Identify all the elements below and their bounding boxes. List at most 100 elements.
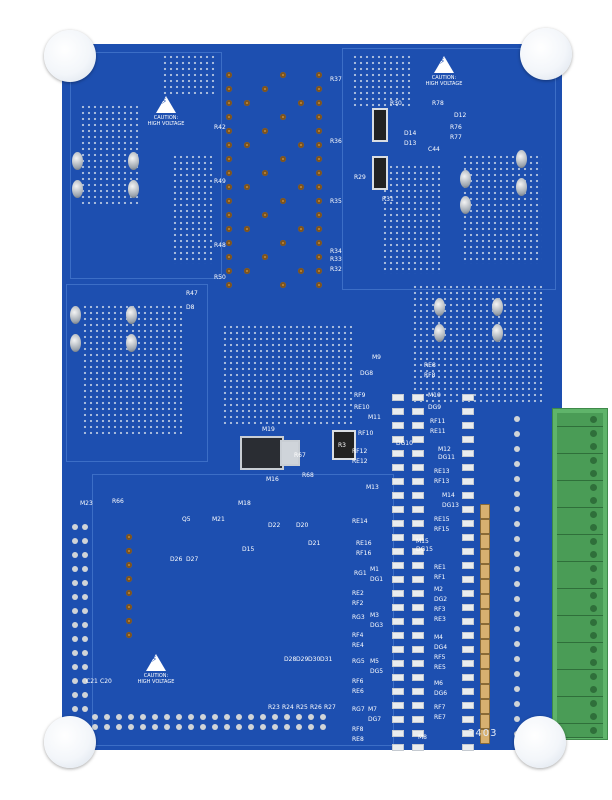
through-hole-pad: [244, 184, 250, 190]
smd-component: [412, 534, 424, 541]
terminal-screw: [590, 618, 597, 626]
silk-rf5: RF5: [434, 654, 446, 661]
through-hole-pad: [244, 268, 250, 274]
silk-c21: C21: [86, 678, 98, 685]
smd-component: [392, 576, 404, 583]
silk-r34: R34: [330, 248, 342, 255]
power-resistor: [372, 108, 388, 142]
smd-component: [392, 716, 404, 723]
high-voltage-icon: [434, 56, 454, 73]
power-resistor: [372, 156, 388, 190]
header-pin: [72, 636, 78, 642]
header-pin: [272, 724, 278, 730]
smd-component: [412, 646, 424, 653]
capacitor: [480, 594, 490, 609]
silk-rf6: RF6: [352, 678, 364, 685]
header-pin: [140, 724, 146, 730]
silk-re15: RE15: [434, 516, 450, 523]
header-pin: [128, 714, 134, 720]
silk-dg15: DG15: [416, 546, 433, 553]
terminal-screw: [590, 672, 597, 680]
header-pin: [92, 714, 98, 720]
silk-re10: RE10: [354, 404, 370, 411]
smd-component: [462, 730, 474, 737]
oval-pad: [492, 324, 503, 342]
through-hole-pad: [226, 114, 232, 120]
terminal-slot: [557, 507, 603, 522]
via-field-5: [82, 304, 182, 434]
terminal-slot: [557, 723, 603, 738]
header-pin: [188, 714, 194, 720]
header-pin: [72, 692, 78, 698]
header-pin: [92, 724, 98, 730]
silk-r23: R23: [268, 704, 280, 711]
through-hole-pad: [262, 170, 268, 176]
through-hole-pad: [316, 72, 322, 78]
terminal-slot: [557, 480, 603, 495]
through-hole-pad: [226, 128, 232, 134]
silk-rf13: RF13: [434, 478, 450, 485]
header-pin: [126, 604, 132, 610]
capacitor: [480, 684, 490, 699]
silk-rf7: RF7: [434, 704, 446, 711]
high-voltage-caution-mark: CAUTION: HIGH VOLTAGE: [424, 56, 464, 87]
through-hole-pad: [280, 114, 286, 120]
smd-component: [462, 408, 474, 415]
oval-pad: [434, 298, 445, 316]
oval-pad: [128, 180, 139, 198]
silk-r36: R36: [330, 138, 342, 145]
high-voltage-caution-mark: CAUTION: HIGH VOLTAGE: [136, 654, 176, 685]
smd-component: [462, 660, 474, 667]
silk-c20: C20: [100, 678, 112, 685]
terminal-slot: [557, 602, 603, 616]
silk-r29: R29: [354, 174, 366, 181]
terminal-slot: [557, 467, 603, 481]
terminal-slot: [557, 534, 603, 549]
silk-r32: R32: [330, 266, 342, 273]
smd-component: [462, 618, 474, 625]
smd-component: [462, 576, 474, 583]
terminal-screw: [590, 564, 597, 572]
capacitor: [480, 579, 490, 594]
smd-component: [392, 520, 404, 527]
smd-component: [462, 562, 474, 569]
silk-rf10: RF10: [358, 430, 374, 437]
header-pin: [188, 724, 194, 730]
silk-m21: M21: [212, 516, 225, 523]
header-pin: [126, 618, 132, 624]
header-pin: [116, 724, 122, 730]
through-hole-pad: [226, 212, 232, 218]
terminal-screw: [590, 456, 597, 464]
terminal-screw: [590, 726, 597, 734]
silk-m11: M11: [368, 414, 381, 421]
smd-component: [412, 548, 424, 555]
via-field-8: [172, 154, 212, 264]
header-pin: [82, 650, 88, 656]
silk-d22: D22: [268, 522, 281, 529]
silk-r76: R76: [450, 124, 462, 131]
smd-component: [412, 464, 424, 471]
through-hole-pad: [226, 282, 232, 288]
capacitor: [480, 609, 490, 624]
silk-dg4: DG4: [434, 644, 448, 651]
smd-component: [412, 408, 424, 415]
through-hole-pad: [316, 114, 322, 120]
terminal-slot: [557, 413, 603, 427]
through-hole-pad: [244, 100, 250, 106]
silk-r24: R24: [282, 704, 294, 711]
header-pin: [296, 714, 302, 720]
header-pin: [82, 692, 88, 698]
pin-header-right: [514, 416, 524, 746]
oval-pad: [516, 178, 527, 196]
silk-r25: R25: [296, 704, 308, 711]
through-hole-pad: [316, 170, 322, 176]
header-pin: [72, 566, 78, 572]
terminal-slot: [557, 575, 603, 589]
silk-m4: M4: [434, 634, 443, 641]
header-pin: [514, 671, 520, 677]
oval-pad: [126, 334, 137, 352]
silk-dg9: DG9: [428, 404, 442, 411]
smd-component: [462, 604, 474, 611]
header-pin: [224, 724, 230, 730]
header-pin: [72, 622, 78, 628]
